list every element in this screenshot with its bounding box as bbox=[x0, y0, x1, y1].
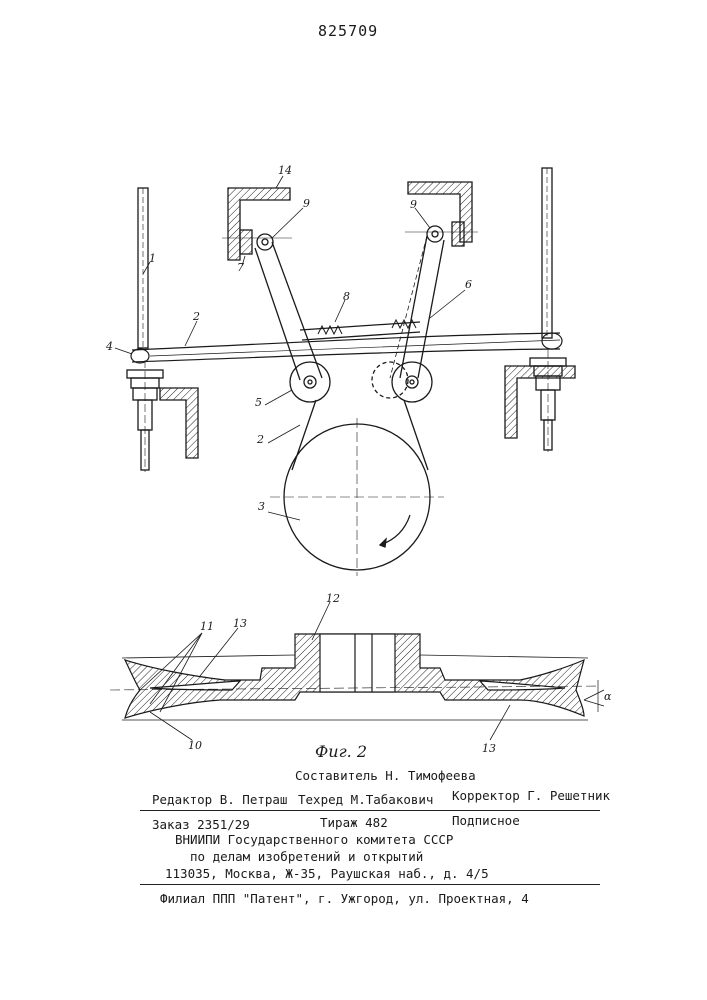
spring-bar bbox=[300, 320, 420, 340]
divider-bottom bbox=[140, 884, 600, 885]
label-13b: 13 bbox=[482, 742, 496, 755]
label-11: 11 bbox=[200, 620, 214, 633]
label-14: 14 bbox=[278, 164, 292, 177]
right-lever bbox=[390, 226, 444, 378]
label-8: 8 bbox=[343, 290, 350, 303]
label-6: 6 bbox=[465, 278, 472, 291]
label-1: 1 bbox=[149, 252, 156, 265]
label-13a: 13 bbox=[233, 617, 247, 630]
order-line: Заказ 2351/29 bbox=[152, 817, 250, 832]
label-5: 5 bbox=[255, 396, 262, 409]
label-2a: 2 bbox=[192, 310, 200, 323]
corrector-line: Корректор Г. Решетник bbox=[452, 788, 610, 803]
label-2b: 2 bbox=[256, 433, 264, 446]
left-lever bbox=[255, 234, 322, 380]
label-alpha: α bbox=[604, 690, 612, 703]
right-spindle bbox=[505, 168, 575, 452]
print-run-line: Тираж 482 bbox=[320, 815, 388, 830]
technical-drawing: 1 2 2 3 4 5 6 7 8 9 9 14 bbox=[0, 0, 707, 760]
left-spindle bbox=[127, 188, 198, 472]
label-12: 12 bbox=[326, 592, 340, 605]
label-9a: 9 bbox=[303, 197, 310, 210]
techred-line: Техред М.Табакович bbox=[298, 792, 433, 807]
rollers bbox=[290, 362, 432, 402]
figure-2 bbox=[110, 602, 604, 740]
compiler-line: Составитель Н. Тимофеева bbox=[295, 768, 476, 783]
figure-1 bbox=[115, 168, 575, 576]
label-4: 4 bbox=[105, 340, 113, 353]
label-3: 3 bbox=[258, 500, 265, 513]
org-line-1: ВНИИПИ Государственного комитета СССР bbox=[175, 832, 453, 847]
label-9b: 9 bbox=[410, 198, 417, 211]
divider-top bbox=[140, 810, 600, 811]
figure-caption: Фиг. 2 bbox=[315, 742, 367, 761]
address-line: 113035, Москва, Ж-35, Раушская наб., д. … bbox=[165, 866, 489, 881]
label-10: 10 bbox=[188, 739, 202, 752]
subscription-line: Подписное bbox=[452, 813, 520, 828]
label-7: 7 bbox=[237, 261, 244, 274]
editor-line: Редактор В. Петраш bbox=[152, 792, 287, 807]
org-line-2: по делам изобретений и открытий bbox=[190, 849, 423, 864]
branch-line: Филиал ППП "Патент", г. Ужгород, ул. Про… bbox=[160, 891, 529, 906]
